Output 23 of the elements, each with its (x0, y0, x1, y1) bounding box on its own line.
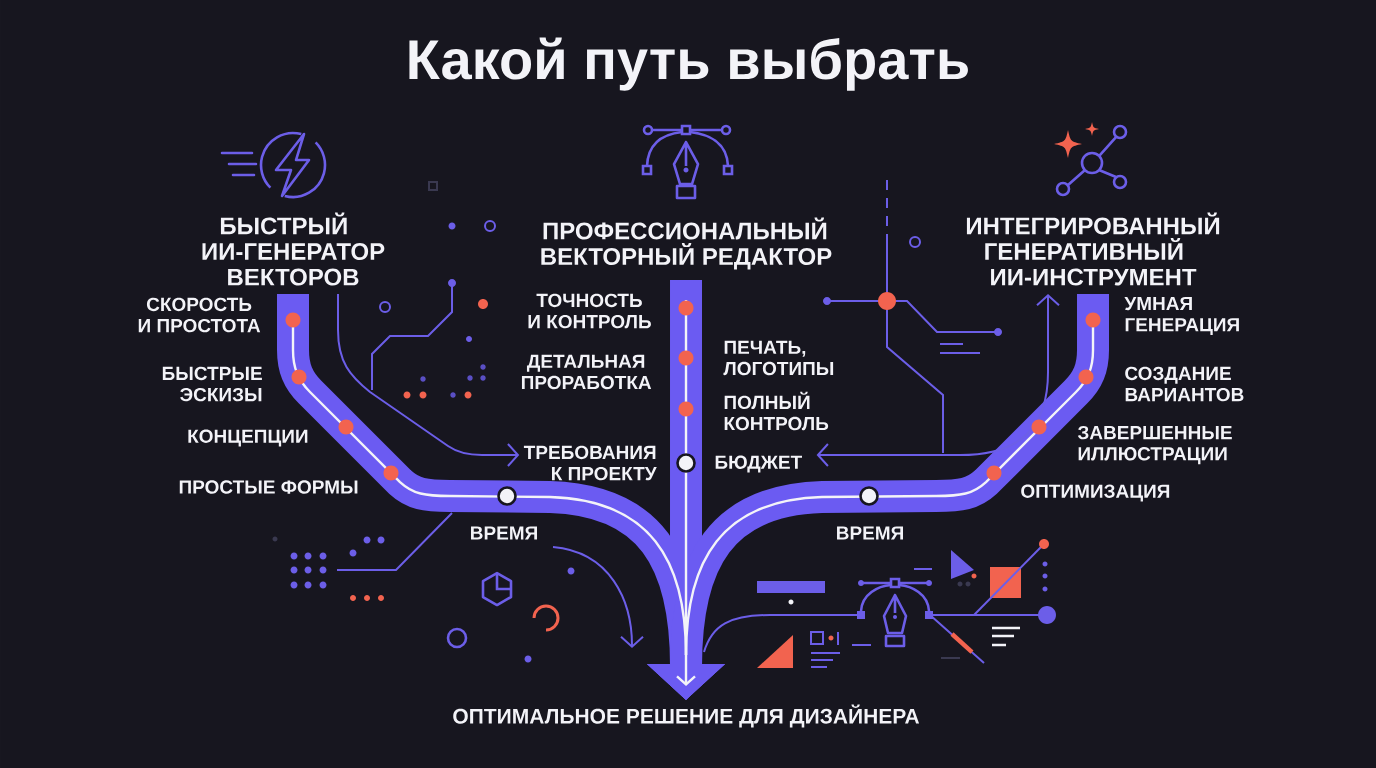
station-label: ОПТИМИЗАЦИЯ (1021, 484, 1170, 502)
station-label: ПЕЧАТЬ, ЛОГОТИПЫ (723, 340, 834, 376)
title: Какой путь выбрать (409, 37, 968, 91)
arrow (816, 294, 1060, 467)
station-label: ТОЧНОСТЬ И КОНТРОЛЬ (528, 293, 651, 329)
station-label: ЗАВЕРШЕННЫЕ ИЛЛЮСТРАЦИИ (1077, 425, 1232, 465)
station-label: БЮДЖЕТ (715, 455, 802, 473)
arrow (337, 293, 520, 467)
station-label: ПОЛНЫЙ КОНТРОЛЬ (724, 391, 829, 431)
station-label: СОЗДАНИЕ ВАРИАНТОВ (1125, 366, 1244, 402)
station-label: ВРЕМЯ (471, 526, 537, 540)
station-label: УМНАЯ ГЕНЕРАЦИЯ (1124, 296, 1239, 336)
station-label: ВРЕМЯ (837, 526, 903, 540)
heading: ПРОФЕССИОНАЛЬНЫЙ ВЕКТОРНЫЙ РЕДАКТОР (541, 217, 832, 270)
station-label: ТРЕБОВАНИЯ К ПРОЕКТУ (523, 445, 657, 481)
station-label: БЫСТРЫЕ ЭСКИЗЫ (162, 366, 262, 402)
station-label: ДЕТАЛЬНАЯ ПРОРАБОТКА (521, 354, 652, 390)
result-label: ОПТИМАЛЬНОЕ РЕШЕНИЕ ДЛЯ ДИЗАЙНЕРА (453, 704, 920, 728)
heading: БЫСТРЫЙ ИИ-ГЕНЕРАТОР ВЕКТОРОВ (202, 212, 385, 286)
station-label: СКОРОСТЬ И ПРОСТОТА (138, 297, 261, 333)
heading: ИНТЕГРИРОВАННЫЙ ГЕНЕРАТИВНЫЙ ИИ-ИНСТРУМЕНТ (966, 212, 1220, 286)
station-label: КОНЦЕПЦИИ (188, 429, 308, 447)
station-label: ПРОСТЫЕ ФОРМЫ (179, 480, 358, 494)
